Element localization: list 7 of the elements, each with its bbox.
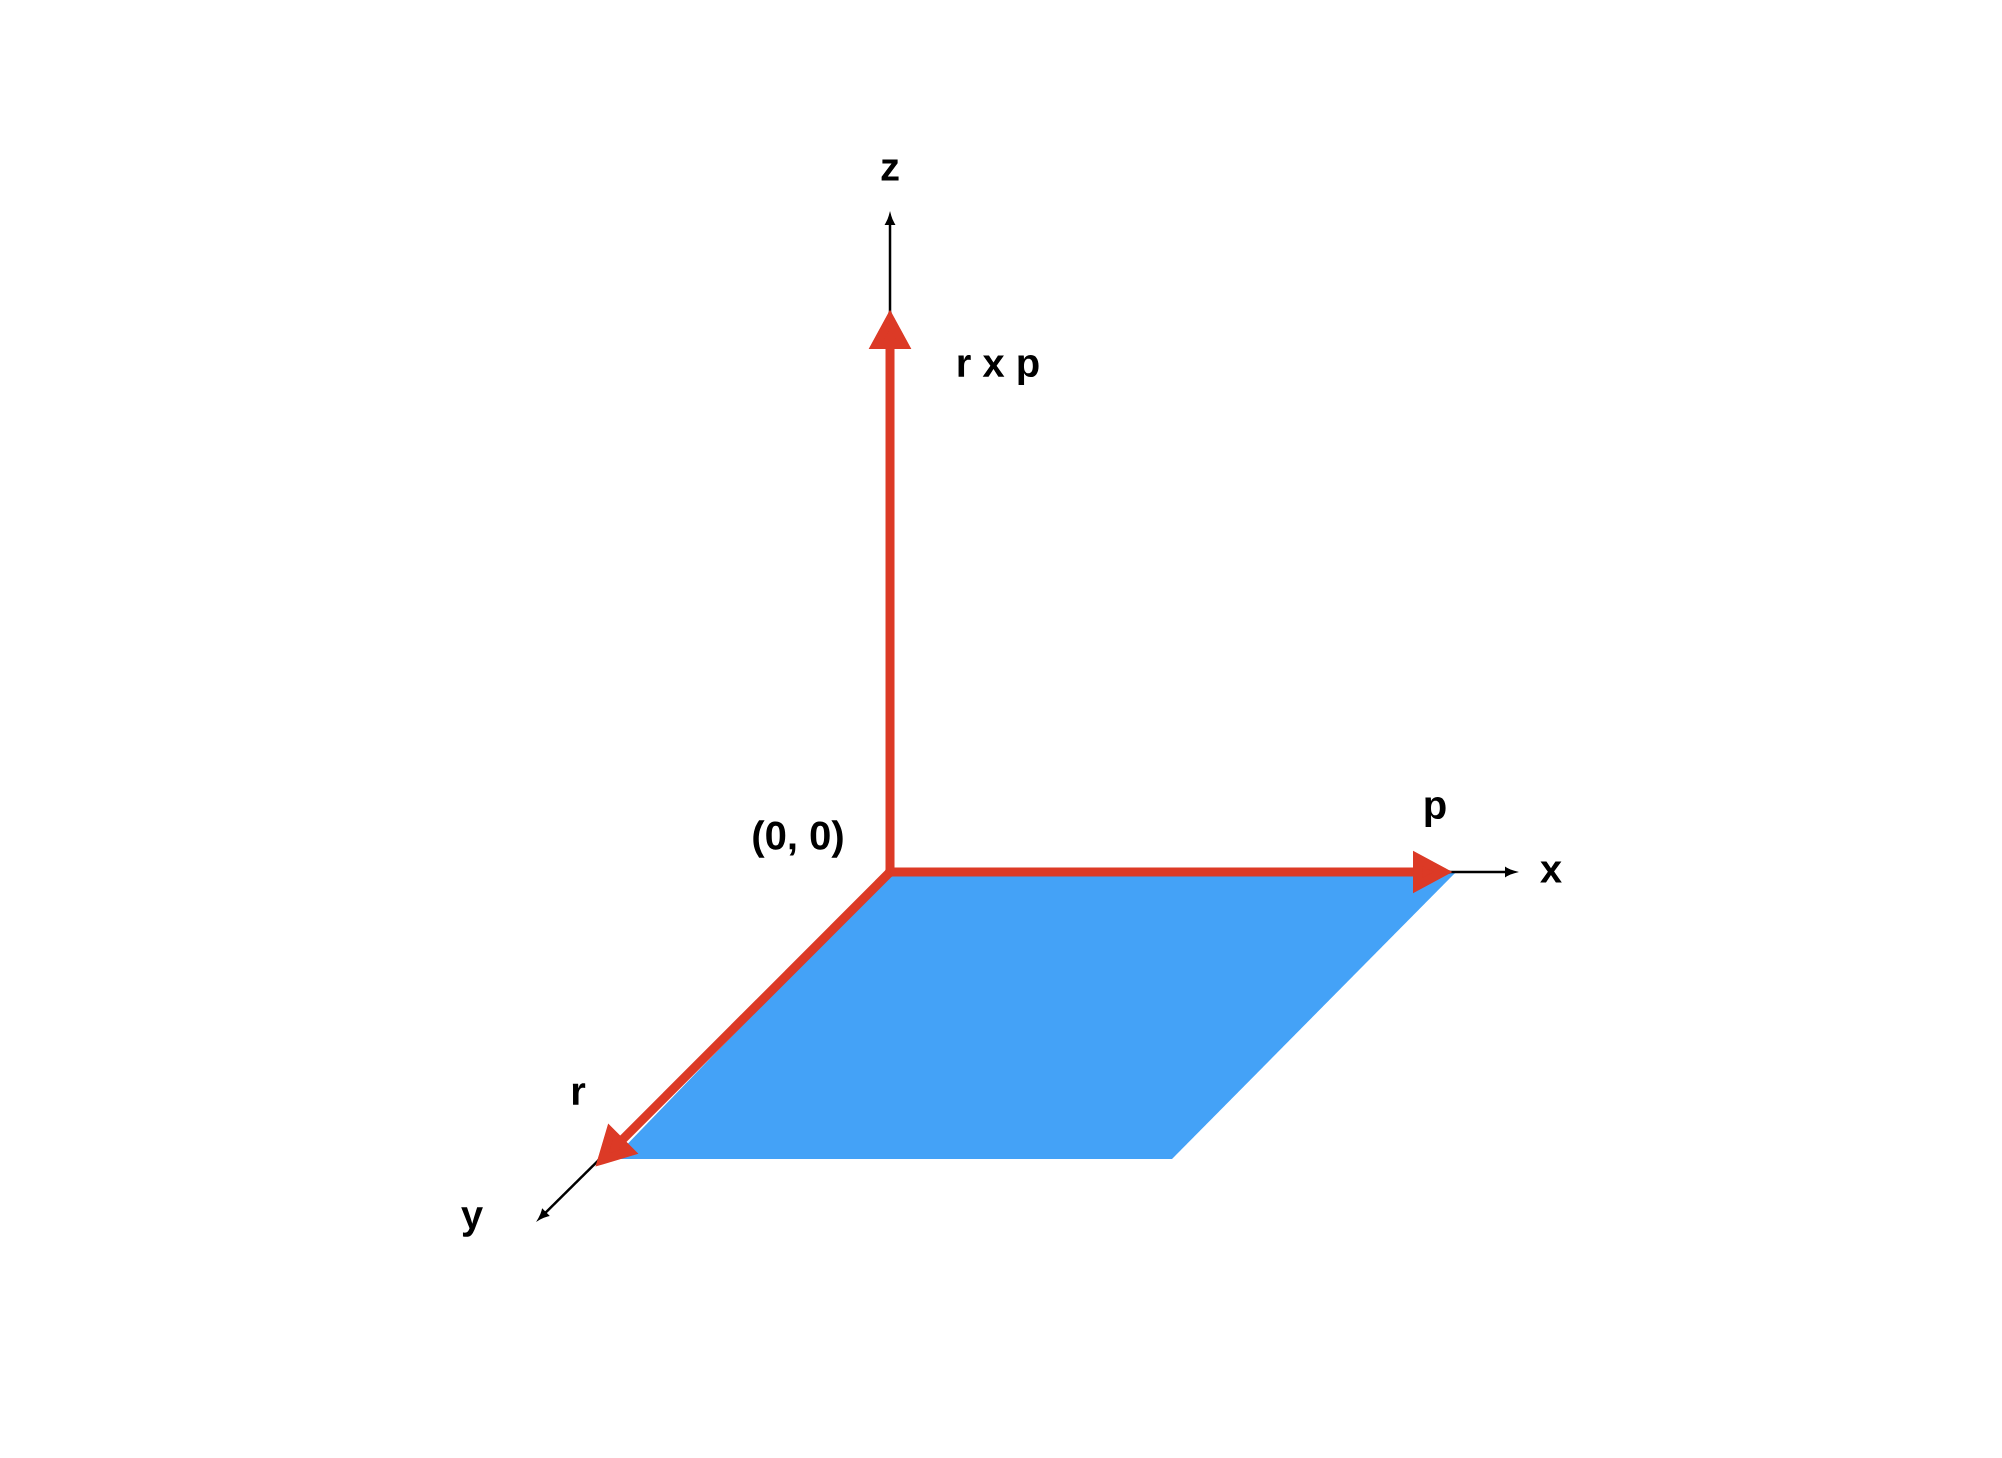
origin-label: (0, 0)	[753, 820, 843, 858]
vector-label: r	[572, 1083, 586, 1105]
axis-label: y	[461, 1207, 483, 1237]
axis-label: x	[1540, 861, 1562, 883]
vector-label: p	[1425, 797, 1446, 827]
axis-label: z	[881, 159, 899, 181]
vector-label: r x p	[958, 355, 1039, 385]
